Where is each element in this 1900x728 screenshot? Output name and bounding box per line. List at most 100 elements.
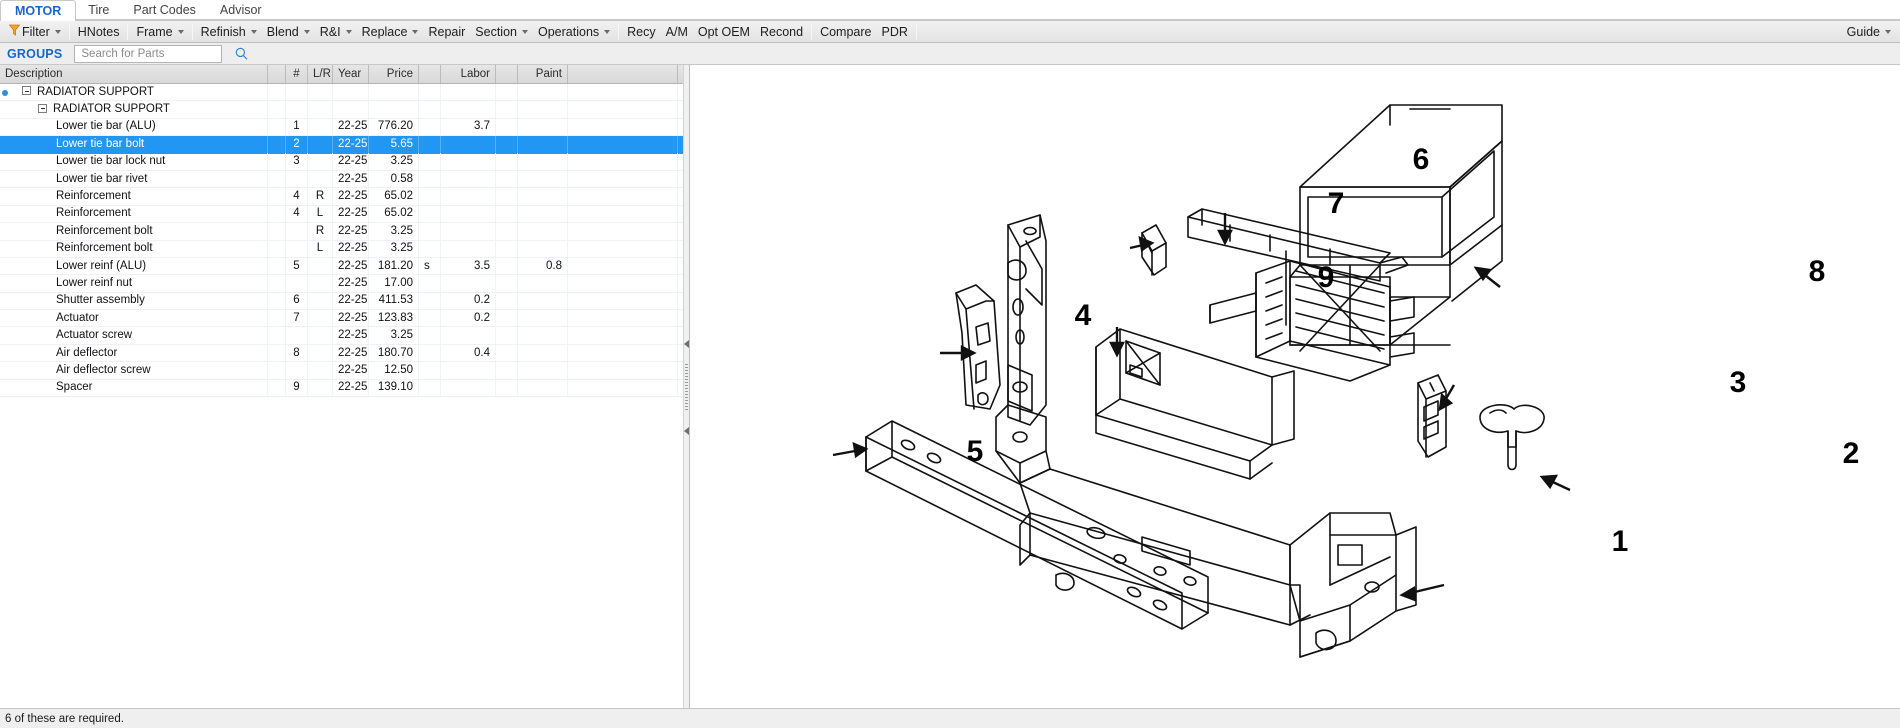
toolbar-filter-button[interactable]: Filter — [4, 22, 66, 42]
column-header-blank3[interactable] — [568, 65, 678, 83]
parts-grid-body[interactable]: RADIATOR SUPPORT RADIATOR SUPPORT Lower ti… — [0, 84, 689, 708]
tab-advisor[interactable]: Advisor — [208, 0, 274, 20]
toolbar-operations-button[interactable]: Operations — [533, 22, 615, 42]
toolbar-section-button[interactable]: Section — [470, 22, 533, 42]
toolbar-guide-label: Guide — [1846, 24, 1880, 39]
column-header-labor[interactable]: Labor — [441, 65, 496, 83]
pane-splitter[interactable] — [683, 65, 689, 708]
splitter-collapse-arrow-icon[interactable] — [684, 339, 689, 348]
column-header-blank1[interactable] — [268, 65, 286, 83]
tree-collapse-icon[interactable] — [38, 103, 47, 113]
toolbar-recy-button[interactable]: Recy — [622, 22, 660, 42]
cell-blank3 — [568, 361, 678, 379]
column-header-paint[interactable]: Paint — [518, 65, 568, 83]
tab-part-codes[interactable]: Part Codes — [121, 0, 208, 20]
column-header-year[interactable]: Year — [333, 65, 369, 83]
toolbar-compare-button[interactable]: Compare — [815, 22, 876, 42]
cell-price: 3.25 — [369, 240, 419, 258]
callout-number-2: 2 — [1843, 437, 1860, 470]
part-air-deflector — [1095, 328, 1295, 480]
column-header-lr[interactable]: L/R — [308, 65, 333, 83]
cell-paint — [518, 309, 568, 327]
cell-description-text: Reinforcement — [56, 207, 131, 220]
part-lower-tie-bar-bolt — [1479, 404, 1545, 471]
cell-description: Spacer — [0, 379, 268, 397]
tab-tire[interactable]: Tire — [76, 0, 121, 20]
cell-year: 22-25 — [333, 292, 369, 310]
cell-num: 3 — [286, 153, 308, 171]
toolbar-ri-button[interactable]: R&I — [315, 22, 357, 42]
part-shutter-assembly — [1209, 260, 1415, 382]
cell-blank2 — [496, 222, 518, 240]
tree-collapse-icon[interactable] — [22, 86, 31, 96]
search-box[interactable] — [74, 44, 248, 63]
column-header-num[interactable]: # — [286, 65, 308, 83]
cell-blank2 — [496, 118, 518, 136]
toolbar-refinish-button[interactable]: Refinish — [196, 22, 262, 42]
search-input[interactable] — [81, 46, 236, 61]
cell-description: Lower tie bar lock nut — [0, 153, 268, 171]
column-header-blank2[interactable] — [496, 65, 518, 83]
splitter-expand-arrow-icon[interactable] — [684, 427, 689, 436]
cell-blank1 — [268, 170, 286, 188]
cell-description: Reinforcement — [0, 205, 268, 223]
toolbar-refinish-label: Refinish — [200, 24, 246, 39]
toolbar-repair-button[interactable]: Repair — [423, 22, 470, 42]
toolbar-pdr-label: PDR — [881, 24, 908, 39]
splitter-grip[interactable] — [685, 363, 688, 410]
groups-tab[interactable]: GROUPS — [7, 46, 63, 61]
cell-description: RADIATOR SUPPORT — [0, 101, 268, 119]
toolbar-frame-button[interactable]: Frame — [131, 22, 188, 42]
cell-paint — [518, 170, 568, 188]
cell-flag — [419, 84, 441, 101]
toolbar-recond-button[interactable]: Recond — [755, 22, 808, 42]
column-header-price[interactable]: Price — [369, 65, 419, 83]
cell-num — [286, 240, 308, 258]
cell-description: RADIATOR SUPPORT — [0, 84, 268, 101]
cell-description: Lower reinf nut — [0, 275, 268, 292]
cell-labor: 0.4 — [441, 344, 496, 362]
toolbar-repair-label: Repair — [428, 24, 466, 39]
cell-labor — [441, 379, 496, 397]
cell-description: Lower tie bar bolt — [0, 135, 268, 153]
cell-blank3 — [568, 327, 678, 345]
toolbar-am-button[interactable]: A/M — [661, 22, 693, 42]
cell-description-text: RADIATOR SUPPORT — [53, 103, 170, 116]
cell-description-text: Air deflector — [56, 346, 118, 359]
column-header-flag[interactable] — [419, 65, 441, 83]
search-icon[interactable] — [235, 47, 248, 60]
tab-motor[interactable]: MOTOR — [0, 0, 77, 21]
chevron-down-icon — [345, 29, 352, 34]
toolbar-guide-button[interactable]: Guide — [1842, 22, 1896, 42]
cell-num — [286, 275, 308, 292]
column-header-desc[interactable]: Description — [0, 65, 268, 83]
toolbar-replace-button[interactable]: Replace — [357, 22, 424, 42]
table-row[interactable]: RADIATOR SUPPORT — [0, 84, 689, 102]
toolbar-pdr-button[interactable]: PDR — [876, 22, 912, 42]
toolbar-blend-button[interactable]: Blend — [262, 22, 315, 42]
toolbar-hnotes-button[interactable]: HNotes — [73, 22, 125, 42]
cell-price — [369, 84, 419, 101]
toolbar-opt-oem-button[interactable]: Opt OEM — [693, 22, 755, 42]
table-row[interactable]: RADIATOR SUPPORT — [0, 101, 689, 119]
cell-blank3 — [568, 344, 678, 362]
